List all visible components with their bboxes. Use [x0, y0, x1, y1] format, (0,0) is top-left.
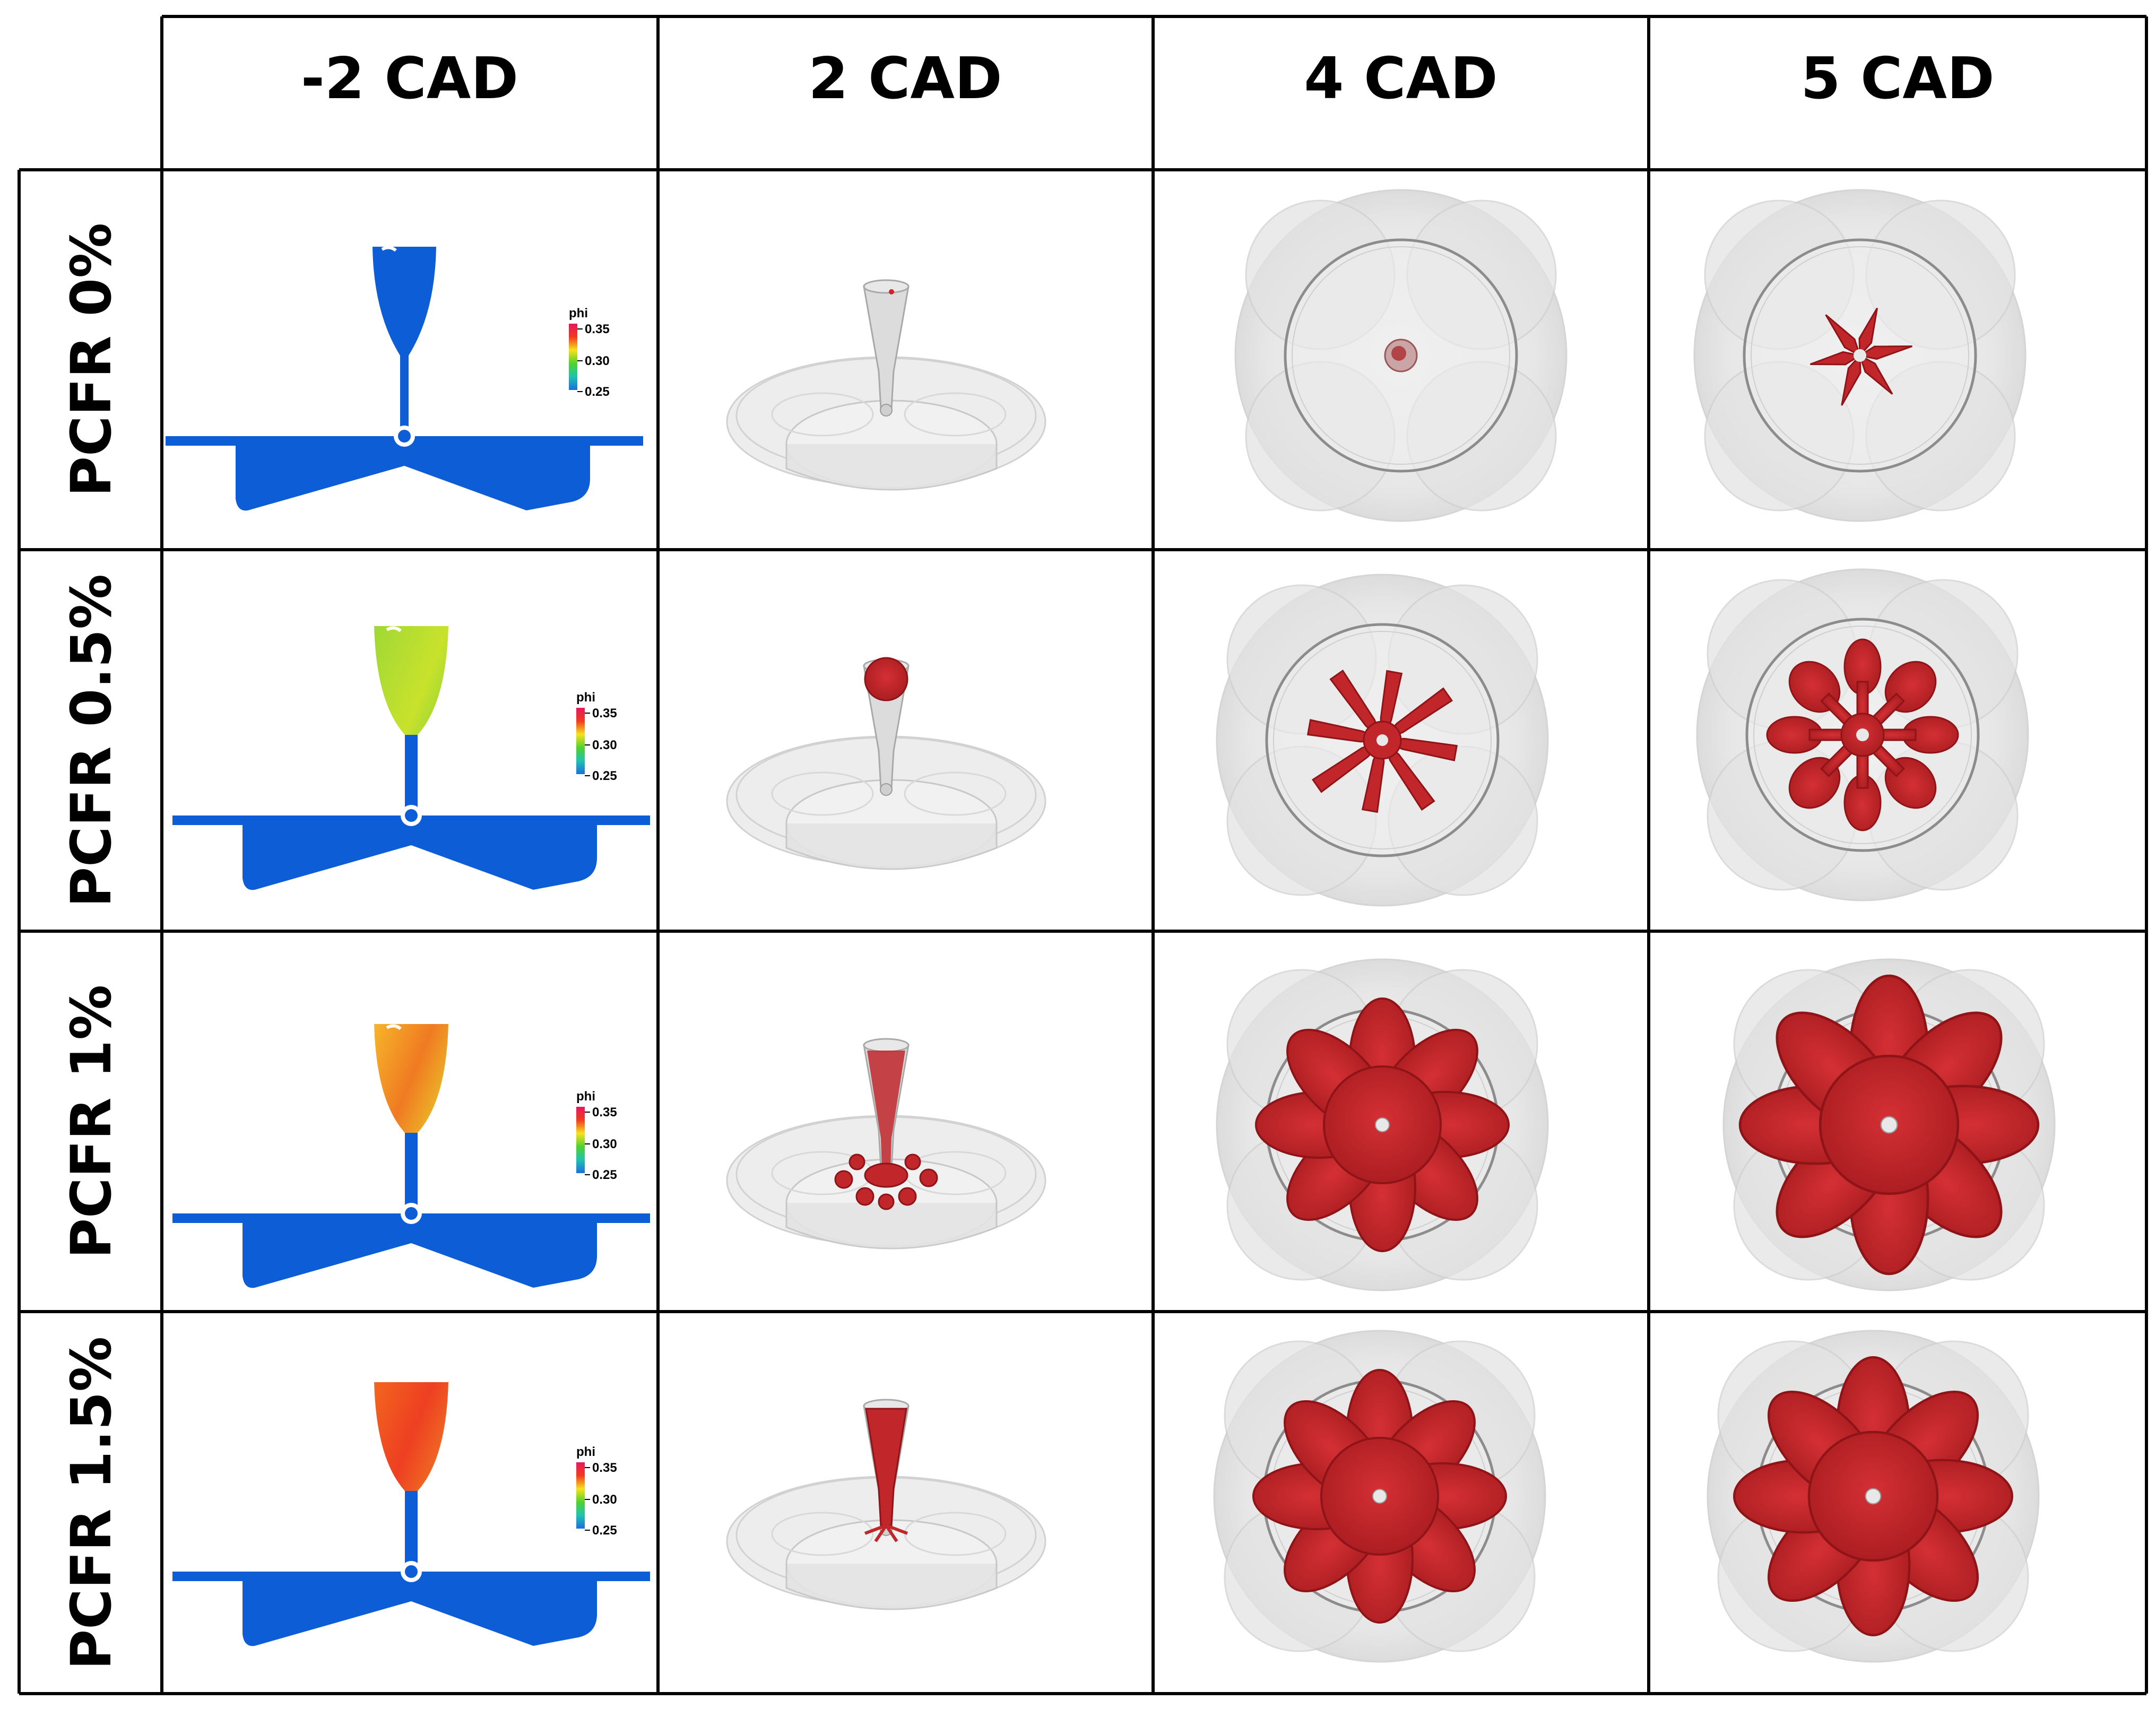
column-header-neg2cad: -2 CAD [301, 46, 518, 112]
colormap-legend-row4: phi 0.35 0.30 0.25 [576, 1445, 617, 1538]
svg-text:0.25: 0.25 [585, 385, 610, 399]
spray-4cad-pcfr-1 [1217, 959, 1548, 1290]
row-label-pcfr-0-5: PCFR 0.5% [59, 574, 124, 907]
column-header-5cad: 5 CAD [1800, 46, 1994, 112]
spray-4cad-pcfr-1-5 [1214, 1331, 1545, 1662]
spray-2cad-pcfr-0 [726, 279, 1046, 491]
row-label-pcfr-0: PCFR 0% [59, 223, 124, 497]
svg-text:0.30: 0.30 [592, 1137, 617, 1151]
spray-5cad-pcfr-1-5 [1708, 1331, 2039, 1662]
svg-text:phi: phi [569, 306, 588, 320]
spray-5cad-pcfr-1 [1724, 959, 2055, 1290]
cross-section-pcfr-1-5 [172, 1382, 650, 1646]
spray-2cad-pcfr-1 [726, 1038, 1046, 1250]
svg-text:0.35: 0.35 [592, 1461, 617, 1475]
table-grid-lines [18, 15, 2148, 1695]
row-label-pcfr-1-5: PCFR 1.5% [59, 1337, 124, 1670]
svg-text:0.25: 0.25 [592, 769, 617, 783]
spray-2cad-pcfr-1-5 [726, 1399, 1046, 1610]
colormap-legend-row2: phi 0.35 0.30 0.25 [576, 690, 617, 783]
svg-text:0.30: 0.30 [585, 354, 610, 368]
row-label-pcfr-1: PCFR 1% [59, 985, 124, 1259]
svg-text:0.25: 0.25 [592, 1523, 617, 1538]
svg-text:0.30: 0.30 [592, 738, 617, 752]
svg-text:0.25: 0.25 [592, 1168, 617, 1182]
column-header-2cad: 2 CAD [808, 46, 1002, 112]
spray-2cad-pcfr-0-5 [726, 657, 1046, 870]
svg-text:0.35: 0.35 [592, 1105, 617, 1120]
spray-4cad-pcfr-0-5 [1217, 575, 1548, 906]
cross-section-pcfr-0-5 [172, 626, 650, 890]
spray-5cad-pcfr-0 [1694, 190, 2025, 521]
svg-text:phi: phi [576, 1089, 595, 1104]
svg-text:0.35: 0.35 [585, 322, 610, 336]
colormap-legend-row3: phi 0.35 0.30 0.25 [576, 1089, 617, 1182]
colormap-legend-row1: phi 0.35 0.30 0.25 [569, 306, 610, 399]
cross-section-pcfr-0 [166, 246, 643, 511]
spray-5cad-pcfr-0-5 [1697, 569, 2028, 900]
spray-4cad-pcfr-0 [1235, 190, 1566, 521]
svg-text:0.35: 0.35 [592, 706, 617, 721]
svg-text:phi: phi [576, 1445, 595, 1459]
svg-text:0.30: 0.30 [592, 1493, 617, 1507]
cross-section-pcfr-1 [172, 1024, 650, 1288]
column-header-4cad: 4 CAD [1304, 46, 1497, 112]
svg-text:phi: phi [576, 690, 595, 705]
